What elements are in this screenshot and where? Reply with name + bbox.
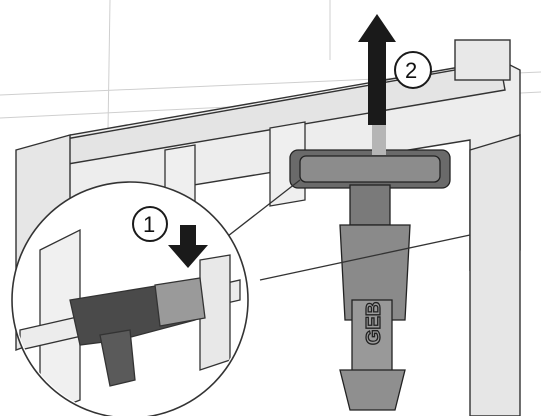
svg-text:2: 2 — [405, 58, 417, 83]
arrow-down-icon — [168, 225, 208, 268]
zoom-detail — [11, 181, 249, 416]
fill-valve: GEB — [289, 149, 451, 411]
step-1-badge: 1 — [132, 206, 168, 242]
step-2-badge: 2 — [394, 51, 432, 89]
svg-text:GEB: GEB — [363, 302, 385, 345]
svg-text:1: 1 — [143, 212, 155, 237]
arrow-up-icon — [358, 14, 396, 125]
